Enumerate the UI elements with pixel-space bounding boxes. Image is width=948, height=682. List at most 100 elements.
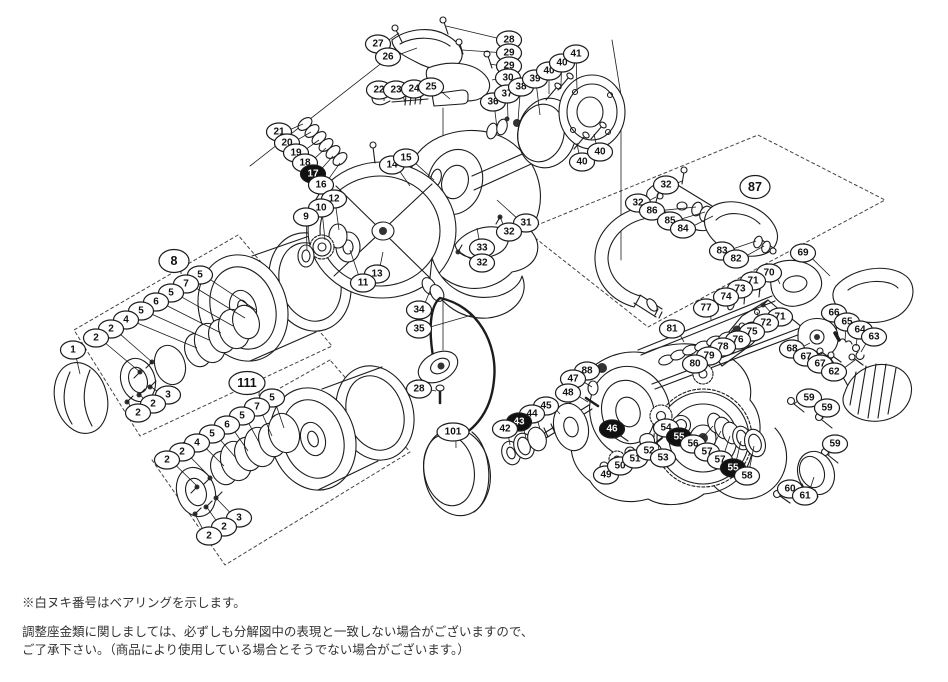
svg-text:63: 63 [868,332,880,343]
svg-text:84: 84 [677,224,689,235]
svg-text:19: 19 [290,148,302,159]
svg-text:45: 45 [540,401,552,412]
svg-text:29: 29 [503,61,515,72]
svg-text:11: 11 [358,278,369,289]
callout-2: 2 [124,400,152,423]
callout-16: 16 [307,162,341,195]
svg-text:70: 70 [763,268,775,279]
anti-reverse-cluster [797,317,865,366]
svg-text:40: 40 [594,147,606,158]
callout-2: 2 [194,513,223,546]
svg-text:68: 68 [786,344,798,355]
callout-59: 59 [821,434,849,455]
svg-text:54: 54 [660,423,672,434]
svg-text:59: 59 [803,393,815,404]
callout-32: 32 [652,175,683,195]
svg-text:16: 16 [315,180,327,191]
callout-53: 53 [649,443,677,468]
svg-text:3: 3 [236,513,242,524]
svg-text:75: 75 [746,327,758,338]
callout-15: 15 [392,148,435,181]
callout-40: 40 [568,142,596,172]
callout-32: 32 [495,215,523,242]
svg-text:58: 58 [741,471,753,482]
guard-parts [769,259,914,323]
svg-text:28: 28 [413,384,425,395]
callout-11: 11 [349,249,377,293]
svg-text:56: 56 [687,439,699,450]
svg-text:69: 69 [797,248,809,259]
svg-text:57: 57 [714,455,726,466]
callout-28: 28 [405,379,437,399]
svg-text:50: 50 [614,461,626,472]
callout-2: 2 [82,328,141,373]
svg-text:49: 49 [600,470,612,481]
svg-text:85: 85 [664,216,676,227]
spool-assembly-8 [53,232,352,434]
callout-81: 81 [658,319,686,343]
svg-text:25: 25 [425,82,437,93]
svg-text:32: 32 [503,227,515,238]
callout-80: 80 [681,354,709,374]
callout-32: 32 [457,250,496,273]
svg-text:1: 1 [70,345,76,356]
svg-text:41: 41 [570,49,582,60]
callout-63: 63 [860,327,888,353]
svg-text:55: 55 [673,432,685,443]
svg-text:23: 23 [390,85,402,96]
callout-62: 62 [820,359,856,382]
svg-text:71: 71 [747,276,759,287]
svg-text:2: 2 [206,531,212,542]
svg-text:78: 78 [717,342,729,353]
svg-text:28: 28 [503,35,515,46]
svg-text:72: 72 [760,318,772,329]
svg-text:29: 29 [503,48,515,59]
svg-text:2: 2 [221,522,227,533]
svg-text:7: 7 [254,402,260,413]
svg-text:10: 10 [315,203,327,214]
callout-25: 25 [417,77,451,100]
svg-text:67: 67 [814,359,826,370]
callout-4: 4 [112,310,198,349]
callout-42: 42 [491,419,519,446]
svg-text:2: 2 [135,408,141,419]
callout-82: 82 [722,245,765,269]
svg-text:66: 66 [828,308,840,319]
svg-text:77: 77 [700,303,712,314]
rotor-cup [423,427,491,517]
svg-text:2: 2 [179,447,185,458]
rotor-assembly [297,116,546,319]
svg-text:39: 39 [529,74,541,85]
callout-59: 59 [813,398,841,420]
svg-text:80: 80 [689,359,701,370]
callout-58: 58 [733,445,761,486]
svg-text:4: 4 [123,315,129,326]
callout-69: 69 [789,243,831,277]
callout-87: 87 [739,174,771,200]
svg-text:4: 4 [194,438,200,449]
callout-77: 77 [692,298,720,321]
svg-text:5: 5 [209,429,215,440]
callout-59: 59 [793,388,823,408]
svg-text:2: 2 [150,399,156,410]
svg-text:5: 5 [269,393,275,404]
svg-text:3: 3 [165,390,171,401]
svg-text:5: 5 [197,270,203,281]
svg-text:64: 64 [854,325,866,336]
svg-text:62: 62 [828,367,840,378]
svg-text:46: 46 [606,424,618,435]
svg-text:17: 17 [307,169,319,180]
callout-40: 40 [586,133,614,162]
svg-text:5: 5 [138,306,144,317]
svg-text:40: 40 [556,58,568,69]
svg-text:43: 43 [513,417,525,428]
svg-text:33: 33 [476,243,488,254]
svg-text:40: 40 [543,66,555,77]
svg-text:74: 74 [720,292,732,303]
svg-text:73: 73 [734,284,746,295]
footnotes: ※白ヌキ番号はベアリングを示します。 調整座金類に関しましては、必ずしも分解図中… [22,594,533,670]
svg-text:71: 71 [774,312,786,323]
callout-34: 34 [405,290,433,320]
